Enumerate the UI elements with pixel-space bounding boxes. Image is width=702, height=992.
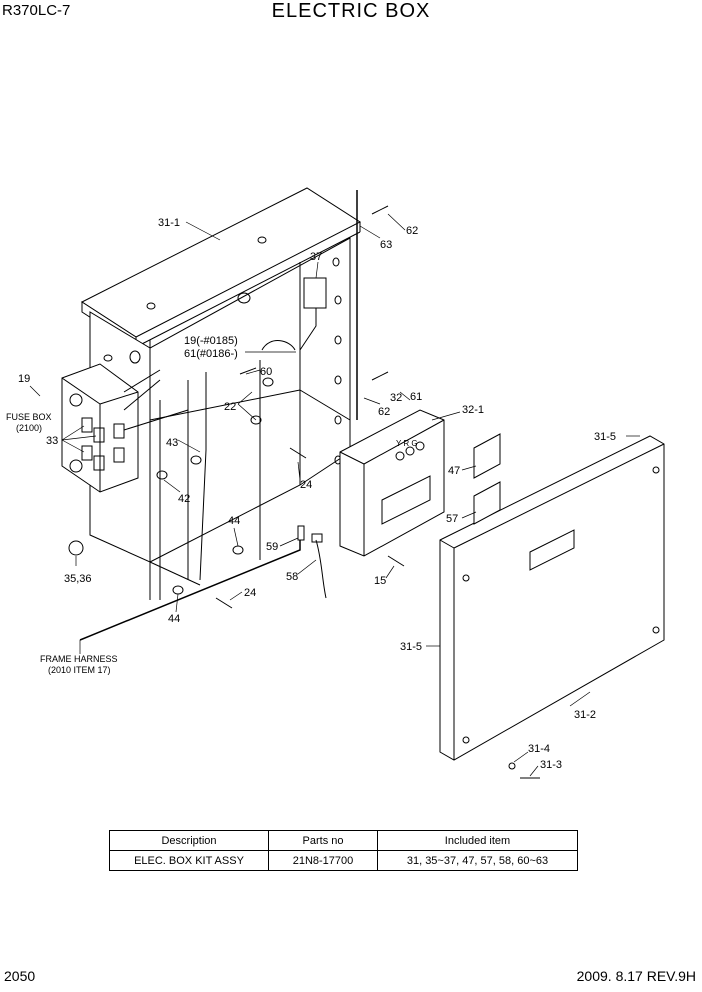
cell-parts-no: 21N8-17700 (268, 850, 378, 871)
cover-plate (439, 435, 665, 761)
ecu-color-label: Y R G (396, 439, 418, 448)
callout-43: 43 (166, 437, 178, 449)
cell-included-item: 31, 35~37, 47, 57, 58, 60~63 (377, 850, 578, 871)
callout-47: 47 (448, 465, 460, 477)
frame-harness-ref: (2010 ITEM 17) (48, 665, 111, 675)
frame-harness-line (79, 540, 301, 641)
callout-63: 63 (380, 239, 392, 251)
callout-31-3: 31-3 (540, 759, 562, 771)
callout-32: 32 (390, 392, 402, 404)
parts-table: Description Parts no Included item ELEC.… (109, 830, 578, 871)
col-included-item: Included item (377, 830, 578, 851)
callout-44-a: 44 (228, 515, 240, 527)
callout-33: 33 (46, 435, 58, 447)
table-row: ELEC. BOX KIT ASSY 21N8-17700 31, 35~37,… (109, 850, 578, 871)
callout-58: 58 (286, 571, 298, 583)
callout-44-b: 44 (168, 613, 180, 625)
relay-37 (303, 277, 327, 309)
callout-61-0186: 61(#0186-) (184, 348, 238, 360)
callout-60: 60 (260, 366, 272, 378)
callout-35-36: 35,36 (64, 573, 92, 585)
callout-61: 61 (410, 391, 422, 403)
callout-31-4: 31-4 (528, 743, 550, 755)
callout-31-1: 31-1 (158, 217, 180, 229)
frame-harness-label: FRAME HARNESS (40, 654, 118, 664)
parts-table-header: Description Parts no Included item (109, 830, 578, 851)
callout-31-2: 31-2 (574, 709, 596, 721)
callout-22: 22 (224, 401, 236, 413)
fuse-box-label: FUSE BOX (6, 412, 52, 422)
page-number: 2050 (4, 968, 36, 984)
callout-42: 42 (178, 493, 190, 505)
ecu-unit (339, 409, 445, 557)
callout-62-mid: 62 (378, 406, 390, 418)
callout-24-low: 24 (244, 587, 256, 599)
callout-19-0185: 19(-#0185) (184, 335, 238, 347)
cell-description: ELEC. BOX KIT ASSY (109, 850, 269, 871)
fuse-box-ref: (2100) (16, 423, 42, 433)
callout-31-5-top: 31-5 (594, 431, 616, 443)
callout-19: 19 (18, 373, 30, 385)
col-parts-no: Parts no (268, 830, 378, 851)
callout-57: 57 (446, 513, 458, 525)
gasket-57 (473, 481, 501, 525)
revision-date: 2009. 8.17 REV.9H (576, 968, 696, 984)
callout-62-top: 62 (406, 225, 418, 237)
callout-31-5-left: 31-5 (400, 641, 422, 653)
callout-32-1: 32-1 (462, 404, 484, 416)
model-code: R370LC-7 (2, 2, 71, 19)
callout-37: 37 (310, 251, 322, 263)
col-description: Description (109, 830, 269, 851)
callout-15: 15 (374, 575, 386, 587)
gasket-47 (473, 433, 501, 479)
callout-24-mid: 24 (300, 479, 312, 491)
callout-59: 59 (266, 541, 278, 553)
page-title: ELECTRIC BOX (271, 0, 431, 22)
